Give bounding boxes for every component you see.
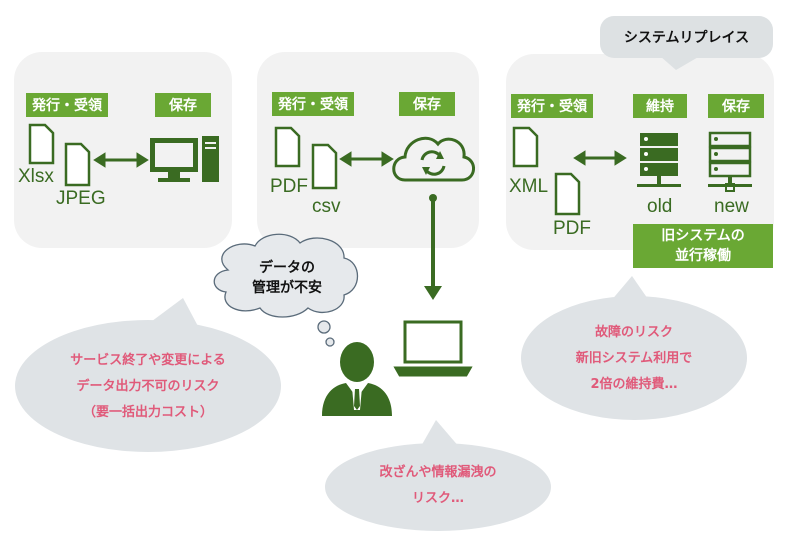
thought-cloud-shape <box>213 233 358 347</box>
document-icon <box>274 126 338 190</box>
sync-arrow-icon <box>573 150 627 166</box>
document-icon <box>28 123 91 187</box>
risk-service-end: サービス終了や変更による データ出力不可のリスク （要一括出力コスト） <box>70 353 226 420</box>
risk-failure-cost: 故障のリスク 新旧システム利用で 2倍の維持費… <box>575 325 693 392</box>
tag-storage: 保存 <box>399 92 455 116</box>
thought-text: データの 管理が不安 <box>252 260 322 296</box>
tag-issue-receive: 発行・受領 <box>26 93 108 117</box>
file-type-label: Xlsx <box>18 166 54 187</box>
server-old-label: old <box>647 196 673 217</box>
document-icon <box>512 126 581 216</box>
file-type-label: XML <box>509 176 549 197</box>
tag-issue-receive: 発行・受領 <box>511 94 593 118</box>
cloud-sync-icon <box>392 136 475 182</box>
file-type-label: PDF <box>270 176 308 197</box>
tag-storage: 保存 <box>708 94 764 118</box>
down-arrow-icon <box>424 194 442 300</box>
tag-maintain: 維持 <box>633 94 687 118</box>
bubble-bottom-shape <box>325 420 551 531</box>
file-type-label: csv <box>312 196 341 217</box>
tag-issue-receive: 発行・受領 <box>272 92 354 116</box>
sync-arrow-icon <box>93 152 149 168</box>
callout-replace-shape <box>600 16 773 70</box>
parallel-operation-badge: 旧システムの 並行稼働 <box>633 224 773 268</box>
laptop-icon <box>393 320 473 377</box>
server-old-icon <box>637 133 681 187</box>
sync-arrow-icon <box>339 151 394 167</box>
bubble-right-shape <box>521 276 747 420</box>
server-new-icon <box>708 131 752 192</box>
file-type-label: PDF <box>553 218 591 239</box>
person-icon <box>322 342 392 416</box>
desktop-pc-icon <box>150 136 219 182</box>
file-type-label: JPEG <box>56 188 106 209</box>
tag-storage: 保存 <box>155 93 211 117</box>
risk-tamper-leak: 改ざんや情報漏洩の リスク… <box>379 465 497 506</box>
callout-replace: システムリプレイス <box>623 30 750 46</box>
server-new-label: new <box>714 196 749 217</box>
bubble-left-shape <box>15 298 281 452</box>
